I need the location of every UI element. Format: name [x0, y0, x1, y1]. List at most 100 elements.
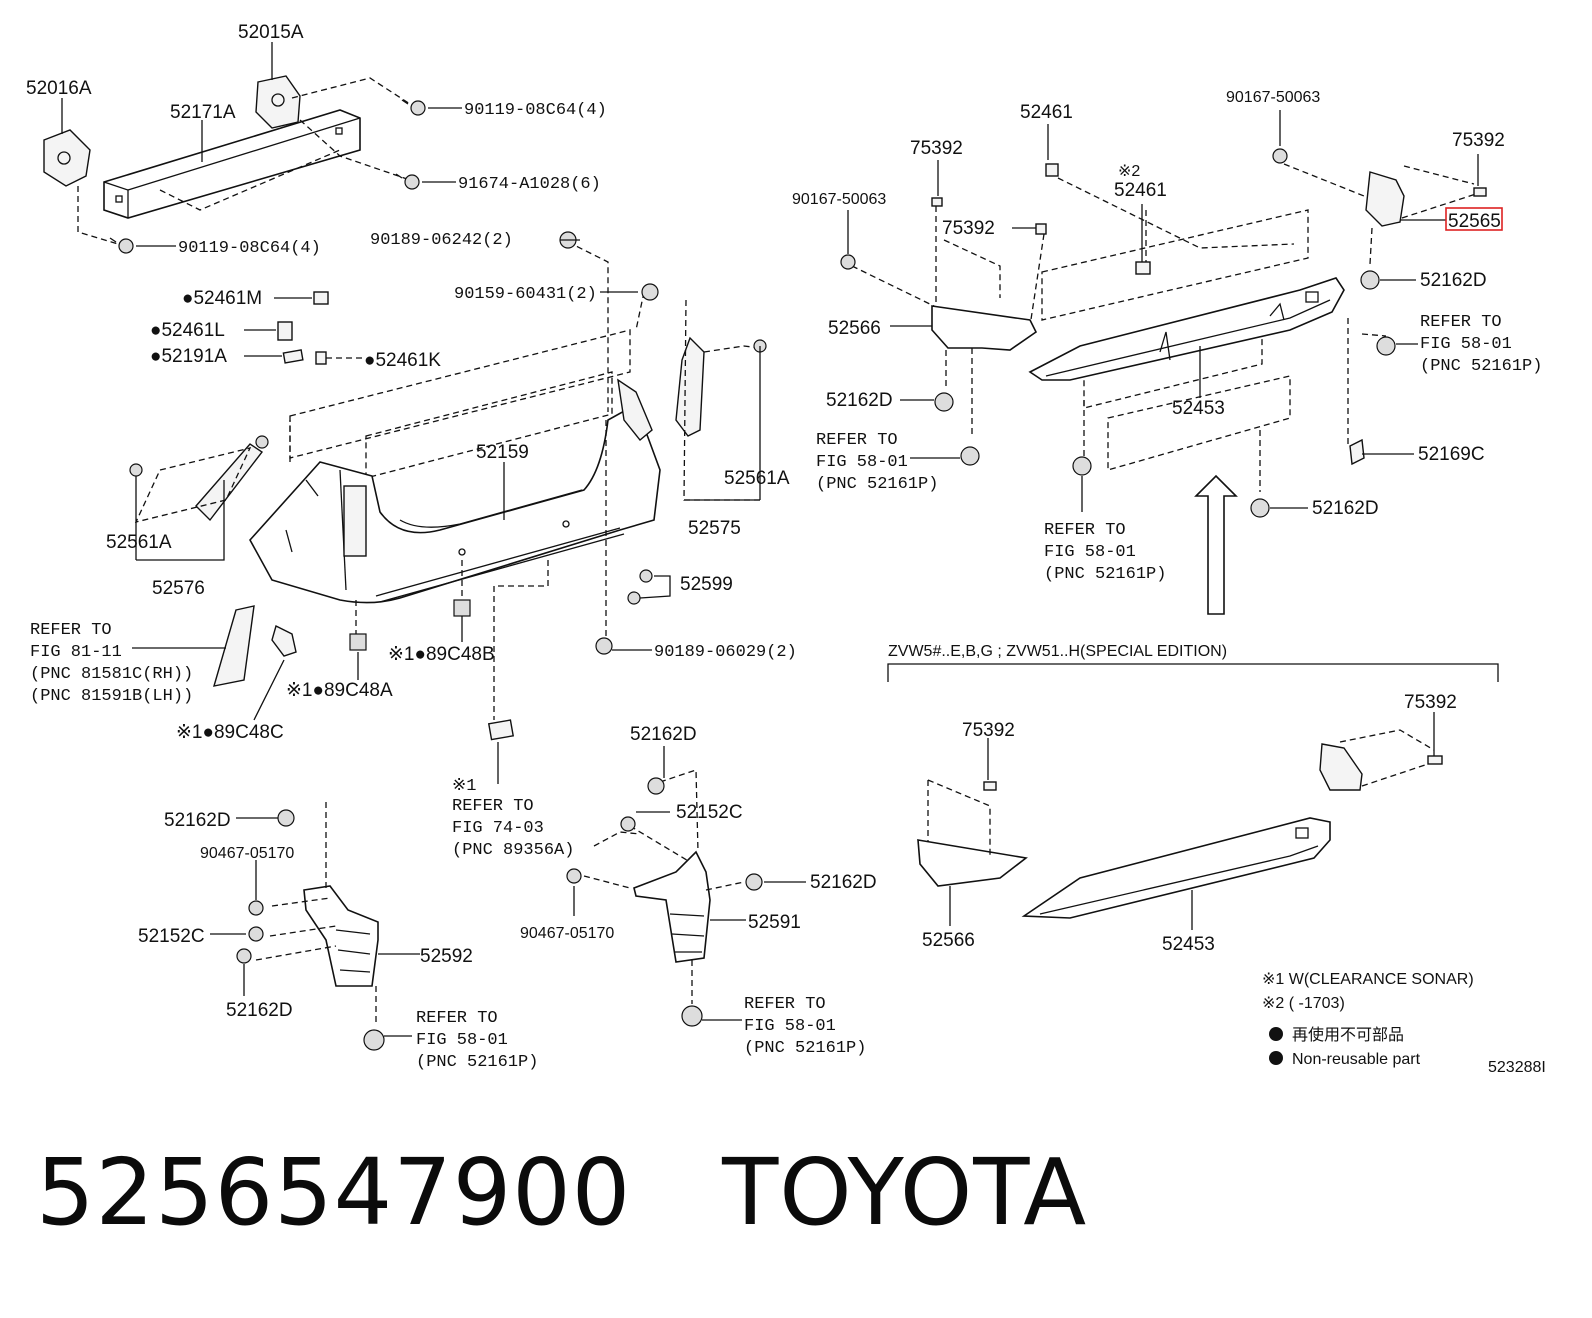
ref-fig74-line1: ※1 [452, 777, 476, 796]
clip-icon [277, 809, 295, 827]
clip-icon [1250, 498, 1270, 518]
ref-fig58e-line3: (PNC 52161P) [1420, 357, 1542, 376]
label-52575: 52575 [688, 518, 741, 539]
label-90119-08c64-bot: 90119-08C64(4) [178, 239, 321, 258]
parts-diagram: 52015A 52016A 52171A 90119-08C64(4) 9167… [26, 22, 1546, 1076]
clip-icon [960, 446, 980, 466]
special-edition-group [887, 663, 1499, 1065]
legend-note-1: ※1 W(CLEARANCE SONAR) [1262, 971, 1474, 988]
label-52015a: 52015A [238, 22, 304, 43]
ref-fig81-line1: REFER TO [30, 621, 112, 640]
label-52566-top: 52566 [828, 318, 881, 339]
label-75392-d: 75392 [962, 720, 1015, 741]
bracket-special [1319, 743, 1363, 791]
label-89c48a: ※1●89C48A [286, 680, 393, 701]
up-arrow-icon [1194, 474, 1238, 615]
nut-icon [349, 633, 367, 651]
end-piece-52566 [931, 305, 1038, 351]
label-91674-a1028: 91674-A1028(6) [458, 175, 601, 194]
diagram-code: 523288I [1488, 1059, 1546, 1076]
ref-fig58e-line2: FIG 58-01 [1420, 335, 1512, 354]
label-52565: 52565 [1448, 211, 1501, 232]
screw-icon [641, 283, 659, 301]
brand-name: TOYOTA [722, 1139, 1088, 1246]
bolt-icon [401, 99, 426, 116]
retainer-52592 [303, 885, 379, 987]
retainer-52591 [633, 850, 711, 963]
bolt-icon [395, 173, 420, 190]
clip-icon [647, 777, 665, 795]
clip-icon [934, 392, 954, 412]
label-90467-05170-mid: 90467-05170 [520, 925, 614, 942]
label-52561a-right: 52561A [724, 468, 790, 489]
highlight-box [1445, 207, 1503, 231]
ref-fig74-line4: (PNC 89356A) [452, 841, 574, 860]
sensor-bracket [271, 624, 297, 657]
label-52453-top: 52453 [1172, 398, 1225, 419]
ref-fig74-line2: REFER TO [452, 797, 534, 816]
clip-icon [1376, 336, 1396, 356]
label-52162d-left-top: 52162D [164, 810, 231, 831]
label-52159: 52159 [476, 442, 529, 463]
label-52162d-r3: 52162D [1312, 498, 1379, 519]
label-52591: 52591 [748, 912, 801, 933]
bumper-cover-group [129, 231, 767, 847]
ref-fig81-line3: (PNC 81581C(RH)) [30, 665, 193, 684]
nut-icon [248, 900, 264, 916]
bracket-52016a [43, 129, 91, 187]
right-upper-group [840, 110, 1503, 615]
label-52461k: ●52461K [364, 350, 441, 371]
label-52162d-left-bot: 52162D [226, 1000, 293, 1021]
label-89c48b: ※1●89C48B [388, 644, 495, 665]
label-52566-bot: 52566 [922, 930, 975, 951]
label-52461-note: 52461 [1114, 180, 1167, 201]
clip-icon [1360, 270, 1380, 290]
label-52561a-left: 52561A [106, 532, 172, 553]
label-90167-50063-top: 90167-50063 [1226, 89, 1320, 106]
bracket-52015a [255, 75, 301, 129]
clip-icon [840, 254, 856, 270]
reinforcement-group [43, 42, 462, 254]
ref-fig58c-line3: (PNC 52161P) [816, 475, 938, 494]
side-retainer-52575 [675, 336, 705, 437]
label-90159-60431: 90159-60431(2) [454, 285, 597, 304]
label-75392-a: 75392 [910, 138, 963, 159]
clip-icon [620, 816, 636, 832]
callout-labels: 52015A 52016A 52171A 90119-08C64(4) 9167… [26, 22, 1505, 1021]
rear-garnish-52453-special [1021, 817, 1331, 919]
ref-fig58c-line2: FIG 58-01 [816, 453, 908, 472]
label-52453-bot: 52453 [1162, 934, 1215, 955]
label-75392-c: 75392 [942, 218, 995, 239]
label-52576: 52576 [152, 578, 205, 599]
label-90189-06242: 90189-06242(2) [370, 231, 513, 250]
ref-fig58d-line2: FIG 58-01 [1044, 543, 1136, 562]
label-75392-b: 75392 [1452, 130, 1505, 151]
ref-fig58a-line2: FIG 58-01 [416, 1031, 508, 1050]
label-52461-note-mark: ※2 [1118, 163, 1140, 180]
legend-note-2: ※2 ( -1703) [1262, 995, 1345, 1012]
ref-fig58d-line1: REFER TO [1044, 521, 1126, 540]
bolt-icon [109, 237, 134, 254]
label-52162d-mid-right: 52162D [810, 872, 877, 893]
side-retainer-52576 [195, 443, 264, 522]
ref-fig58c-line1: REFER TO [816, 431, 898, 450]
part-number: 5256547900 [36, 1139, 632, 1246]
label-52461l: ●52461L [150, 320, 225, 341]
bracket-52565 [1365, 171, 1405, 227]
clip-icon [363, 1029, 385, 1051]
ref-fig58b-line1: REFER TO [744, 995, 826, 1014]
ref-fig81-line2: FIG 81-11 [30, 643, 122, 662]
label-52191a: ●52191A [150, 346, 227, 367]
legend-nonreuse-en: Non-reusable part [1292, 1051, 1421, 1068]
ref-fig74-line3: FIG 74-03 [452, 819, 544, 838]
label-90119-08c64-top: 90119-08C64(4) [464, 101, 607, 120]
label-75392-e: 75392 [1404, 692, 1457, 713]
clip-icon [236, 948, 252, 964]
ref-fig58a-line3: (PNC 52161P) [416, 1053, 538, 1072]
clip-icon [129, 463, 143, 477]
label-52162d-r2: 52162D [826, 390, 893, 411]
legend-nonreuse-jp: 再使用不可部品 [1292, 1026, 1404, 1044]
rear-garnish-52453 [1028, 277, 1345, 381]
label-52169c: 52169C [1418, 444, 1485, 465]
label-52152c-left: 52152C [138, 926, 205, 947]
